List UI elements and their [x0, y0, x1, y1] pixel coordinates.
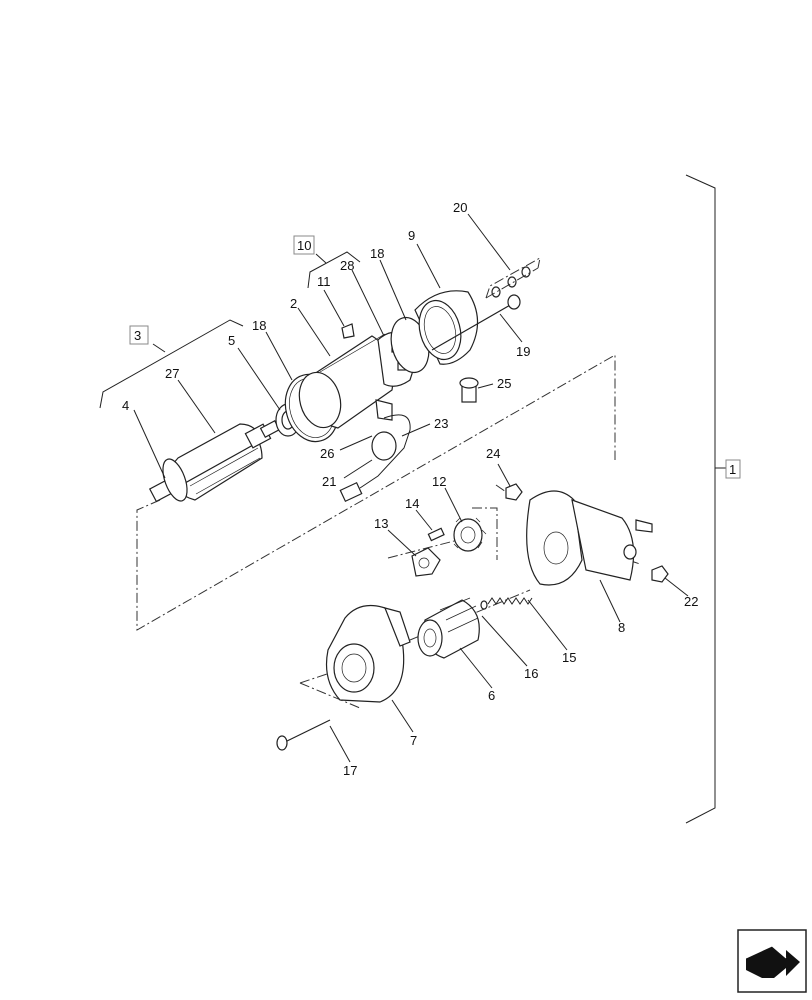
callout-17[interactable]: 17	[343, 763, 357, 778]
callout-6[interactable]: 6	[488, 688, 495, 703]
callout-27[interactable]: 27	[165, 366, 179, 381]
yoke-housing	[298, 333, 394, 429]
callout-9[interactable]: 9	[408, 228, 415, 243]
callout-23[interactable]: 23	[434, 416, 448, 431]
callout-14[interactable]: 14	[405, 496, 419, 511]
callout-24[interactable]: 24	[486, 446, 500, 461]
clip	[341, 323, 355, 339]
pinion-clutch	[417, 597, 488, 659]
nut-lower	[651, 565, 669, 583]
callout-10[interactable]: 10	[297, 238, 311, 253]
callout-box-1	[725, 459, 741, 479]
callout-19[interactable]: 19	[516, 344, 530, 359]
assembly-bracket-10	[307, 251, 361, 289]
callout-13[interactable]: 13	[374, 516, 388, 531]
callout-12[interactable]: 12	[432, 474, 446, 489]
callout-25[interactable]: 25	[497, 376, 511, 391]
drive-housing	[325, 605, 411, 703]
callout-labels: 1 2 3 4 5 6 7 8 9 10 11 12 13 14 15 16 1…	[122, 200, 736, 778]
callout-7[interactable]: 7	[410, 733, 417, 748]
through-bolt	[431, 294, 521, 351]
leader-lines	[133, 213, 689, 763]
assembly-bracket-1	[685, 174, 726, 824]
page-navigation-arrow-icon[interactable]	[737, 929, 807, 993]
rear-cover	[414, 290, 479, 365]
spring	[487, 597, 533, 605]
plug	[459, 377, 479, 403]
callout-18-rear[interactable]: 18	[370, 246, 384, 261]
callout-box-10	[293, 235, 315, 255]
lead-wire-assembly	[339, 414, 411, 503]
armature	[148, 420, 281, 503]
screw-set	[485, 257, 541, 299]
callout-5[interactable]: 5	[228, 333, 235, 348]
callout-18-front[interactable]: 18	[252, 318, 266, 333]
callout-20[interactable]: 20	[453, 200, 467, 215]
callout-4[interactable]: 4	[122, 398, 129, 413]
callout-16[interactable]: 16	[524, 666, 538, 681]
callout-1[interactable]: 1	[729, 462, 736, 477]
gear-holder	[411, 547, 441, 577]
callout-22[interactable]: 22	[684, 594, 698, 609]
callout-26[interactable]: 26	[320, 446, 334, 461]
nut-upper	[505, 483, 523, 501]
callout-3[interactable]: 3	[134, 328, 141, 343]
callout-box-3	[129, 325, 149, 345]
mounting-bolt	[276, 719, 331, 751]
callout-15[interactable]: 15	[562, 650, 576, 665]
solenoid-housing	[526, 490, 653, 586]
callout-21[interactable]: 21	[322, 474, 336, 489]
assembly-bracket-3	[99, 319, 244, 409]
callout-11[interactable]: 11	[317, 274, 331, 289]
reduction-gear	[453, 517, 487, 552]
callout-8[interactable]: 8	[618, 620, 625, 635]
pin	[427, 527, 445, 542]
callout-2[interactable]: 2	[290, 296, 297, 311]
callout-28[interactable]: 28	[340, 258, 354, 273]
